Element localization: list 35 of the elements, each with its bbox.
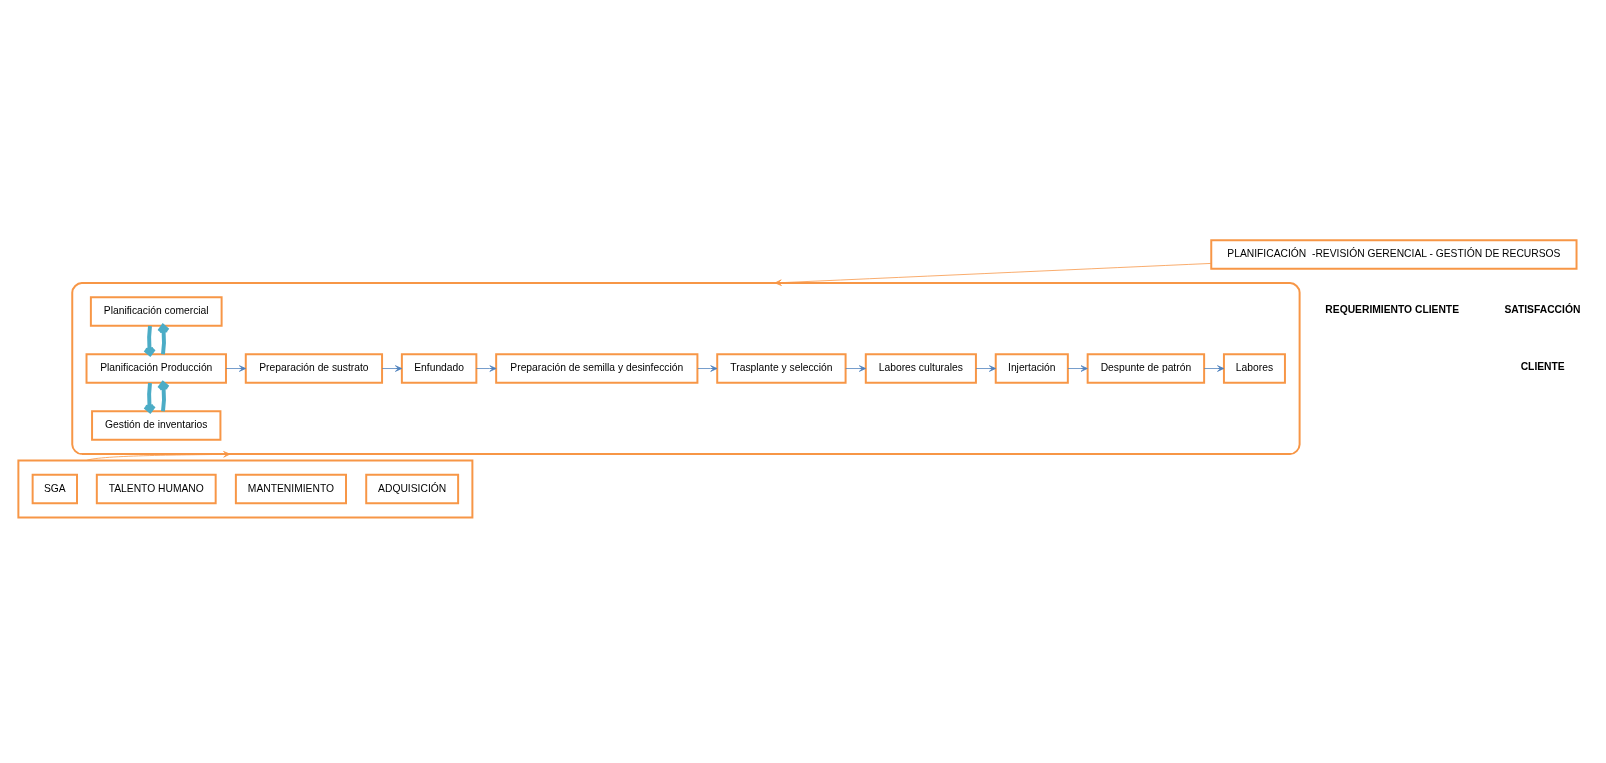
label: CLIENTE bbox=[1520, 360, 1565, 372]
node-box: TALENTO HUMANO bbox=[95, 473, 217, 504]
node-box: Labores culturales bbox=[864, 352, 977, 384]
node-box: SGA bbox=[31, 473, 78, 504]
arrow bbox=[975, 364, 997, 372]
label: REQUERIMIENTO CLIENTE bbox=[1325, 303, 1460, 315]
arrow bbox=[381, 364, 403, 372]
node-box: Despunte de patrón bbox=[1086, 352, 1206, 384]
node-box: Trasplante y selección bbox=[716, 352, 847, 384]
arrow bbox=[225, 364, 247, 372]
arrow bbox=[774, 262, 1212, 286]
node-box: ADQUISICIÓN bbox=[365, 473, 460, 504]
node-box: Preparación de semilla y desinfección bbox=[495, 352, 699, 384]
node-box: Planificación comercial bbox=[89, 295, 223, 327]
cluster bbox=[17, 458, 474, 518]
arrow bbox=[157, 380, 170, 411]
arrow bbox=[157, 323, 170, 354]
arrow bbox=[697, 364, 718, 372]
label: SATISFACCIÓN bbox=[1504, 303, 1581, 315]
node-box: PLANIFICACIÓN -REVISIÓN GERENCIAL - GESTIÓN DE RECURSOS bbox=[1210, 238, 1578, 270]
node-box: Enfundado bbox=[400, 352, 478, 384]
arrow bbox=[143, 325, 156, 356]
arrow bbox=[476, 364, 497, 372]
node-box: MANTENIMIENTO bbox=[234, 473, 347, 504]
node-box: Labores bbox=[1222, 352, 1286, 384]
arrow bbox=[86, 450, 231, 461]
node-box: Planificación Producción bbox=[85, 352, 227, 384]
arrow bbox=[1203, 364, 1225, 372]
node-box: Injertación bbox=[994, 352, 1069, 384]
arrow bbox=[1067, 364, 1088, 372]
node-box: Preparación de sustrato bbox=[244, 352, 384, 384]
arrow bbox=[845, 364, 867, 372]
cluster bbox=[71, 281, 1301, 455]
node-box: Gestión de inventarios bbox=[91, 409, 222, 441]
arrow bbox=[143, 382, 156, 413]
